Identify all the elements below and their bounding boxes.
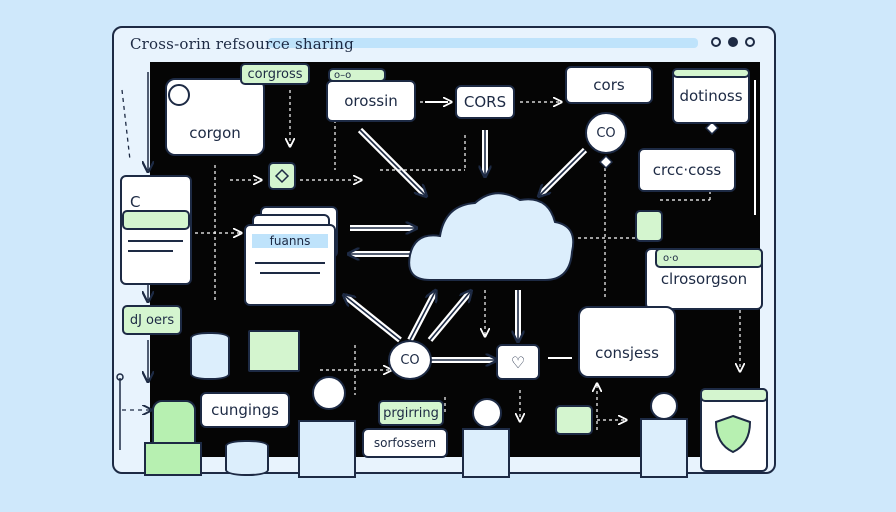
link-icon[interactable] xyxy=(555,405,593,435)
node-crcccoss[interactable]: crcc·coss xyxy=(638,148,736,192)
person-icon xyxy=(152,400,196,448)
node-label: cungings xyxy=(211,401,279,419)
node-label: C xyxy=(130,193,141,211)
node-label: dotinoss xyxy=(679,87,743,105)
node-tab: o–o xyxy=(328,68,386,82)
node-cors-top[interactable]: cors xyxy=(565,66,653,104)
tab-label: o·o xyxy=(663,252,679,264)
node-label: crcc·coss xyxy=(652,161,722,179)
node-label: fuanns xyxy=(252,234,328,248)
node-orossin[interactable]: orossin xyxy=(326,80,416,122)
panel-line xyxy=(128,250,173,252)
node-djoers[interactable]: dJ oers xyxy=(122,305,182,335)
node-co-top[interactable]: CO xyxy=(585,112,627,154)
node-consjess[interactable]: consjess xyxy=(578,306,676,378)
podium-icon xyxy=(640,418,688,478)
node-label: CO xyxy=(596,125,616,141)
server-icon xyxy=(248,330,300,372)
podium-icon xyxy=(462,428,510,478)
window-dot-icon[interactable] xyxy=(728,37,738,47)
node-cors-center[interactable]: CORS xyxy=(455,85,515,119)
podium-icon xyxy=(298,420,356,478)
link-icon[interactable] xyxy=(268,162,296,190)
node-label: corgross xyxy=(247,66,303,82)
node-co-bottom[interactable]: CO xyxy=(388,340,432,380)
person-icon xyxy=(472,398,502,428)
window-dot-icon[interactable] xyxy=(745,37,755,47)
node-label: corgon xyxy=(189,124,241,142)
node-label: prgirring xyxy=(383,405,439,421)
node-header xyxy=(672,68,750,78)
node-label: clrosorgson xyxy=(660,270,748,288)
node-cungings[interactable]: cungings xyxy=(200,392,290,428)
node-label: sorfossern xyxy=(373,436,437,450)
tab-label: o–o xyxy=(334,69,352,81)
card-line xyxy=(255,262,325,264)
window-dot-icon[interactable] xyxy=(711,37,721,47)
node-label: dJ oers xyxy=(129,312,175,328)
node-label: cors xyxy=(593,76,625,94)
heart-icon[interactable]: ♡ xyxy=(496,344,540,380)
database-icon xyxy=(190,332,230,380)
node-funns[interactable]: fuanns xyxy=(244,224,336,306)
address-bar[interactable] xyxy=(268,38,698,48)
node-label: orossin xyxy=(344,92,398,110)
window-title: Cross-orin refsource sharing xyxy=(130,35,354,53)
card-line xyxy=(260,272,320,274)
node-corgross[interactable]: corgross xyxy=(240,63,310,85)
person-icon xyxy=(650,392,678,420)
person-icon xyxy=(312,376,346,410)
table-icon xyxy=(144,442,202,476)
database-icon xyxy=(225,440,269,476)
node-label: CO xyxy=(400,352,420,368)
node-prgirring[interactable]: prgirring xyxy=(378,400,444,426)
device-header xyxy=(700,388,768,402)
node-label: consjess xyxy=(595,344,659,362)
node-label: CORS xyxy=(463,93,507,111)
node-corgon[interactable]: corgon xyxy=(165,78,265,156)
node-sorfossern[interactable]: sorfossern xyxy=(362,428,448,458)
panel-stripe xyxy=(122,210,190,230)
node-tab: o·o xyxy=(655,248,763,268)
node-c-panel[interactable]: C xyxy=(120,175,192,285)
link-icon[interactable] xyxy=(635,210,663,242)
shield-icon xyxy=(712,412,754,456)
panel-line xyxy=(128,240,183,242)
cloud-tab-icon xyxy=(168,84,190,106)
